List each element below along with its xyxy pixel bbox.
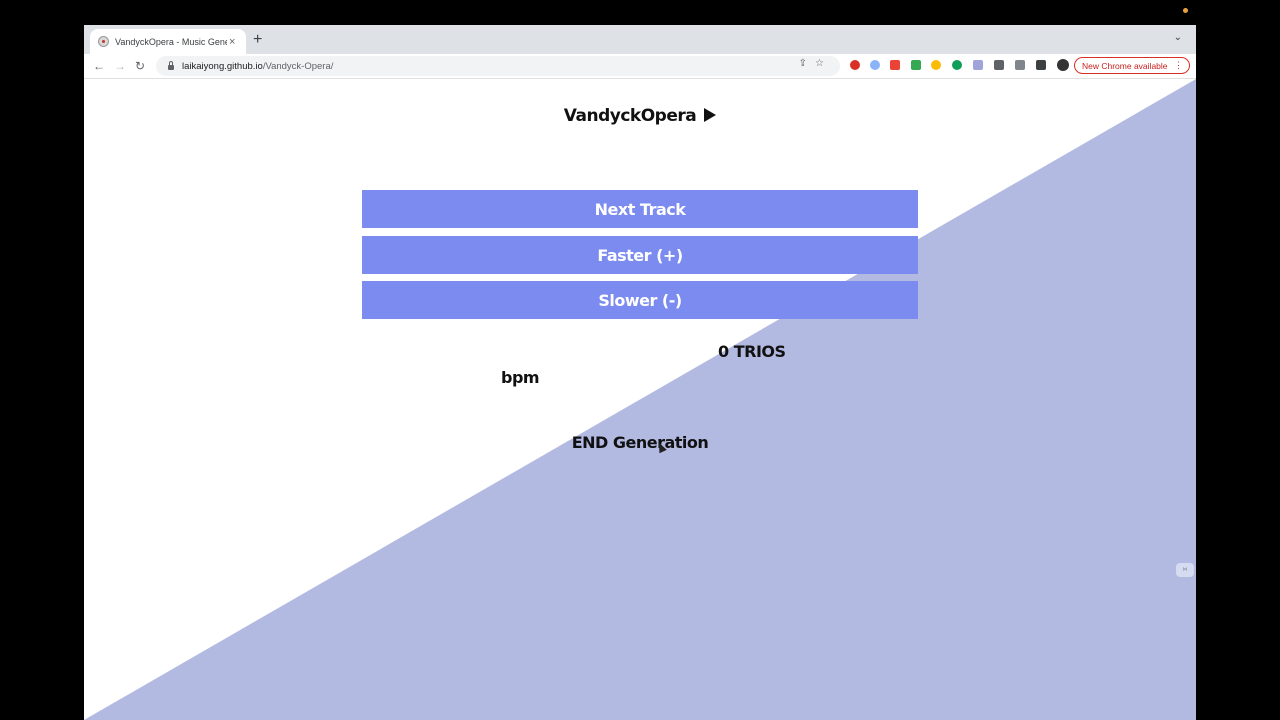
back-icon[interactable]: ← [93,59,105,73]
omnibox-actions[interactable]: ⇪☆ [798,58,832,69]
url-text: laikaiyong.github.io/Vandyck-Opera/ [182,61,333,72]
slower-button[interactable]: Slower (-) [362,281,918,319]
kebab-menu-icon[interactable]: ⋮ [1174,60,1183,70]
reading-list-icon[interactable] [1015,60,1025,70]
browser-toolbar: ← → ↻ laikaiyong.github.io/Vandyck-Opera… [84,54,1196,79]
browser-window: VandyckOpera - Music Generator × + ⌄ ← →… [84,25,1196,720]
tab-close-icon[interactable]: × [229,35,236,48]
extension-blue-icon[interactable] [870,60,880,70]
puzzle-icon[interactable] [994,60,1004,70]
tab-vandyckopera[interactable]: VandyckOpera - Music Generator × [90,29,246,54]
favicon-icon [98,36,109,47]
new-tab-button[interactable]: + [253,31,263,48]
end-generation-button[interactable]: END Generation [571,433,709,452]
diagonal-background [84,79,1196,720]
extension-shield-icon[interactable] [890,60,900,70]
extension-mail-icon[interactable] [973,60,983,70]
app-page: VandyckOpera Next Track Faster (+) Slowe… [84,79,1196,720]
side-collapse-handle[interactable]: ›‹ [1176,563,1194,577]
tab-title: VandyckOpera - Music Generator [115,36,227,47]
app-logo: VandyckOpera [84,106,1196,126]
extension-color-icon[interactable] [931,60,941,70]
diagonal-shape [84,79,1196,720]
faster-button[interactable]: Faster (+) [362,236,918,274]
address-bar[interactable]: laikaiyong.github.io/Vandyck-Opera/ ⇪☆ [156,56,840,76]
new-chrome-available-button[interactable]: New Chrome available ⋮ [1074,57,1190,74]
trios-count: 0 TRIOS [718,342,786,361]
url-domain: laikaiyong.github.io [182,60,263,72]
tab-strip: VandyckOpera - Music Generator × + ⌄ [84,25,1196,54]
profile-avatar[interactable] [1057,59,1069,71]
bpm-label: bpm [501,368,540,387]
play-icon[interactable] [704,108,717,122]
url-path: /Vandyck-Opera/ [262,60,334,72]
reload-icon[interactable]: ↻ [135,59,146,73]
extension-green-icon[interactable] [911,60,921,70]
side-panel-icon[interactable] [1036,60,1046,70]
new-chrome-label: New Chrome available [1082,60,1168,71]
forward-icon[interactable]: → [114,59,126,73]
extension-red-icon[interactable] [850,60,860,70]
logo-text: VandyckOpera [563,106,697,126]
extension-plus-icon[interactable] [952,60,962,70]
lock-icon[interactable] [168,60,174,70]
next-track-button[interactable]: Next Track [362,190,918,228]
recording-indicator [1183,8,1188,13]
tab-search-icon[interactable]: ⌄ [1173,32,1182,43]
